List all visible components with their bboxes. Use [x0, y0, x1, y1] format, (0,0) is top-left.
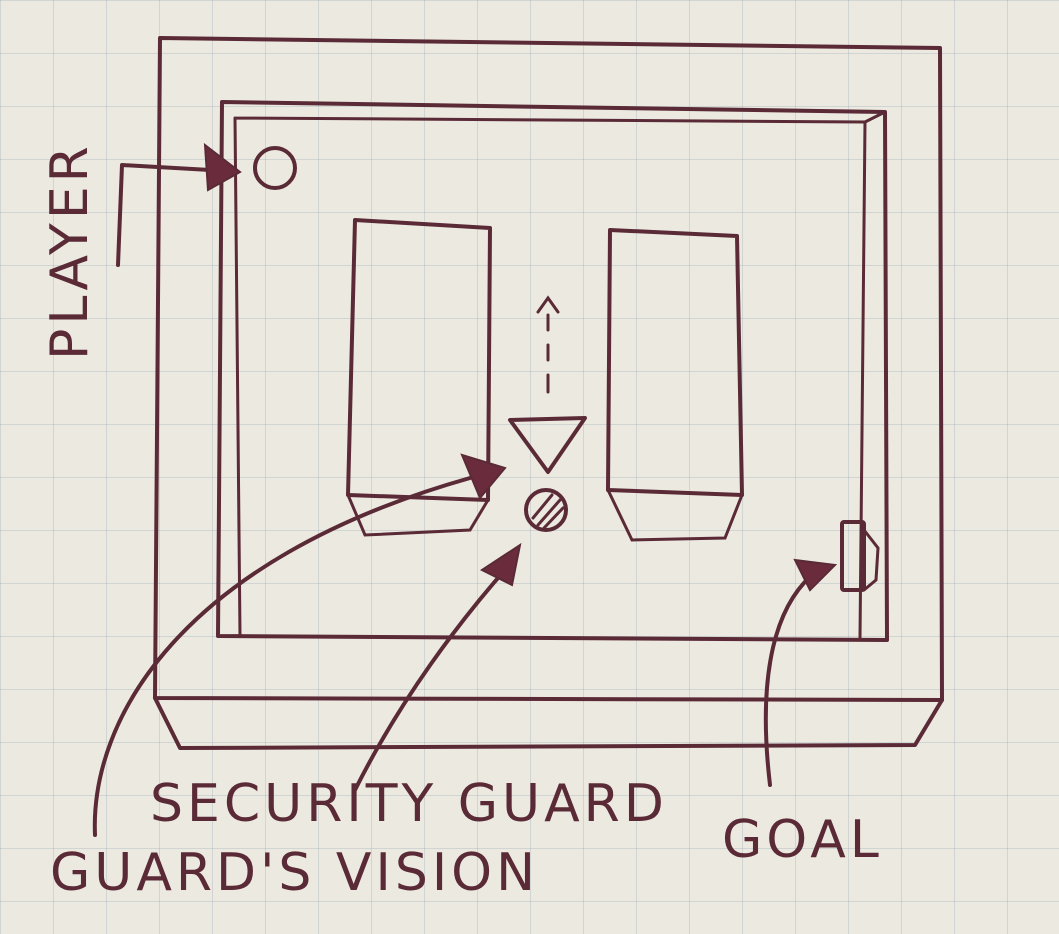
inner-room-inset — [235, 112, 885, 638]
player-label: PLAYER — [40, 142, 100, 360]
goal-pointer-line — [766, 570, 818, 785]
guard-vision-cone — [510, 418, 585, 472]
guard-pointer-arrowhead — [482, 545, 520, 585]
goal-shading — [864, 530, 878, 590]
guards-vision-label: GUARD'S VISION — [50, 843, 539, 903]
outer-wall-ledge — [155, 698, 942, 748]
right-obstacle — [608, 230, 742, 495]
player-token — [255, 148, 295, 188]
right-obstacle-base — [608, 490, 742, 540]
patrol-direction-arrow — [538, 298, 558, 392]
guard-pointer-line — [355, 562, 512, 790]
player-pointer-line — [118, 165, 210, 265]
inner-room-wall — [218, 102, 887, 640]
goal-label: GOAL — [722, 810, 883, 870]
outer-wall — [155, 38, 942, 700]
security-guard-label: SECURITY GUARD — [150, 774, 668, 834]
